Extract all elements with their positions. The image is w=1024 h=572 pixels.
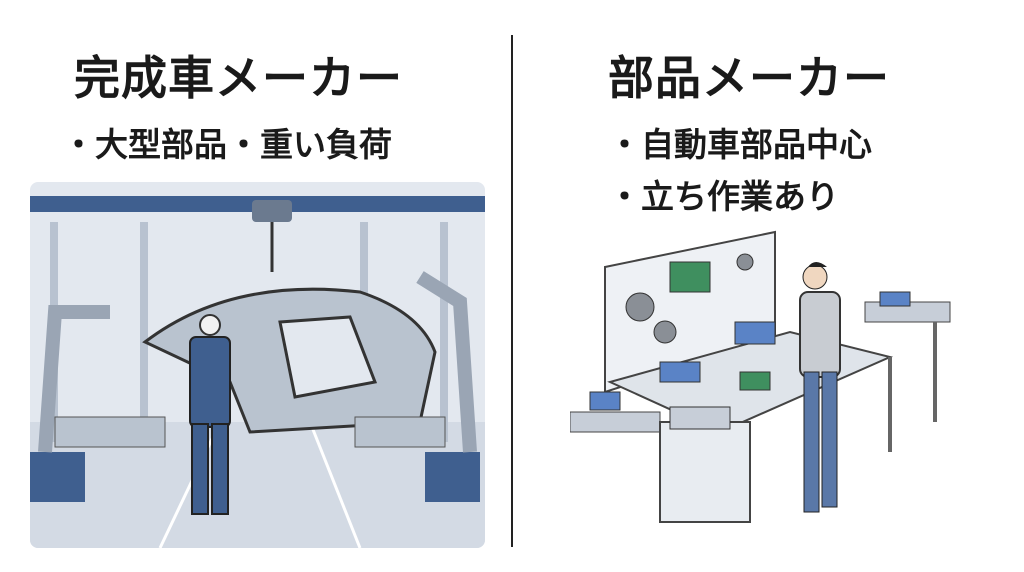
- car-assembly-illustration: [30, 182, 485, 548]
- right-bullet-2: ・立ち作業あり: [608, 177, 839, 216]
- left-subtitle: ・大型部品・重い負荷: [62, 125, 392, 164]
- right-bullet-1: ・自動車部品中心: [608, 125, 872, 164]
- divider: [511, 35, 513, 547]
- left-title: 完成車メーカー: [74, 51, 403, 105]
- parts-workbench-illustration: [569, 222, 970, 542]
- right-title: 部品メーカー: [608, 51, 890, 105]
